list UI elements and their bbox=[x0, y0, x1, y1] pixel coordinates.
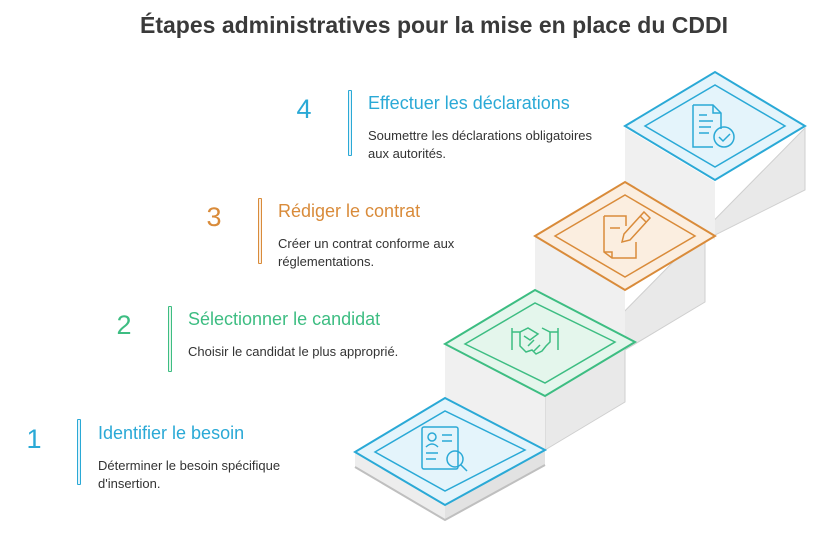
profile-search-icon bbox=[421, 426, 468, 472]
handshake-icon bbox=[511, 327, 559, 355]
step-4-platform bbox=[623, 70, 807, 182]
step-4-description: Soumettre les déclarations obligatoires … bbox=[368, 128, 593, 161]
step-3-number: 3 bbox=[206, 202, 222, 232]
step-1-bar bbox=[77, 419, 81, 485]
step-2-platform bbox=[442, 288, 638, 398]
step-1-title: Identifier le besoin bbox=[98, 423, 245, 443]
step-2-title: Sélectionner le candidat bbox=[188, 309, 381, 329]
step-2-number: 2 bbox=[116, 310, 132, 340]
step-3-bar bbox=[258, 198, 262, 264]
step-4-bar bbox=[348, 90, 352, 156]
step-4-number: 4 bbox=[296, 94, 312, 124]
step-1-number: 1 bbox=[26, 424, 42, 454]
diagram-title: Étapes administratives pour la mise en p… bbox=[140, 12, 728, 38]
step-3-platform bbox=[533, 180, 717, 292]
step-4-title: Effectuer les déclarations bbox=[368, 93, 570, 113]
step-3-title: Rédiger le contrat bbox=[278, 201, 421, 221]
step-2-bar bbox=[168, 306, 172, 372]
document-check-icon bbox=[692, 104, 735, 148]
contract-pen-icon bbox=[603, 210, 652, 259]
step-1-platform bbox=[353, 396, 548, 507]
step-3-description: Créer un contrat conforme aux réglementa… bbox=[278, 236, 455, 269]
step-2-description: Choisir le candidat le plus approprié. bbox=[188, 344, 399, 359]
stair-front-faces bbox=[354, 128, 715, 522]
step-1-description: Déterminer le besoin spécifique d'insert… bbox=[98, 458, 281, 491]
